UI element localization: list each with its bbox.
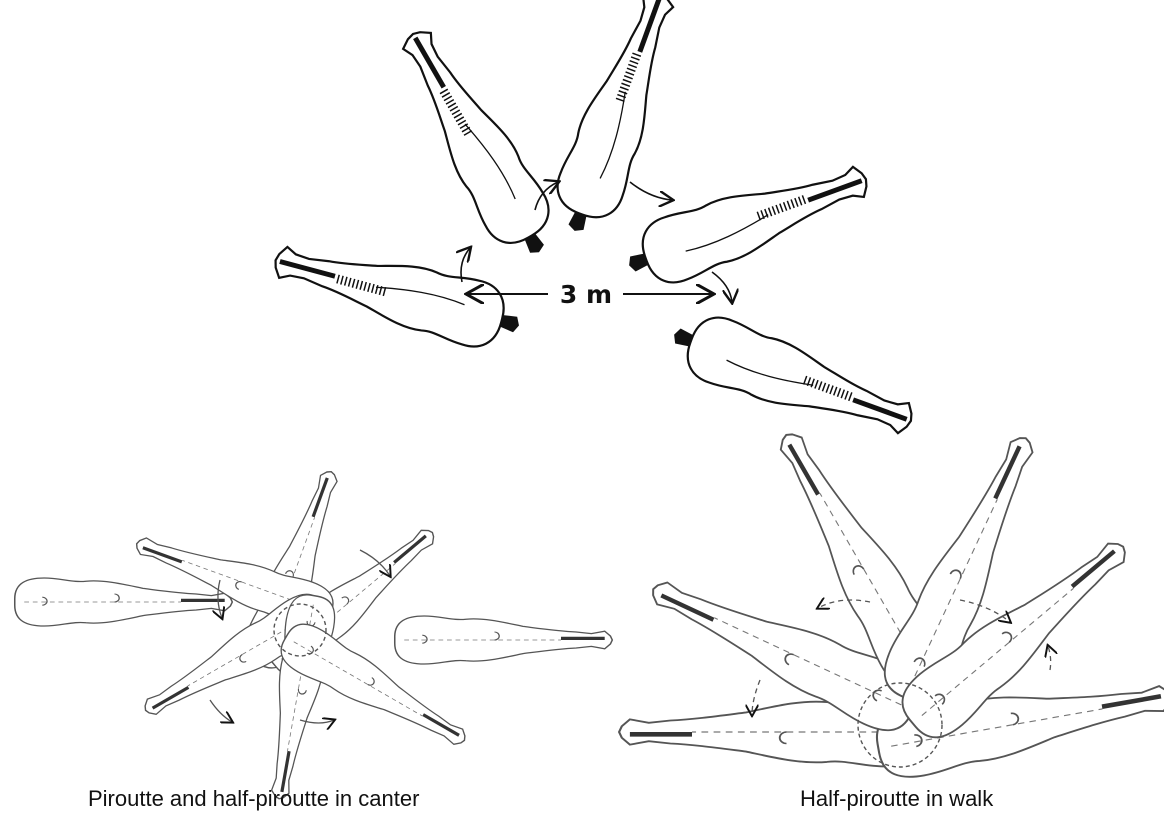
horse-outline	[267, 228, 528, 357]
canter-pirouette-top-figure: 3 m	[267, 0, 922, 452]
horse-outline	[663, 304, 922, 452]
arrow	[210, 700, 232, 722]
walk-caption: Half-piroutte in walk	[800, 786, 993, 812]
horse-outline	[395, 616, 613, 664]
horse-outline	[618, 148, 877, 296]
arrow	[712, 272, 732, 302]
canter-pirouette-figure	[15, 463, 613, 802]
distance-label: 3 m	[560, 280, 612, 309]
horse-outline	[384, 17, 567, 268]
arrow	[1048, 646, 1051, 670]
walk-half-pirouette-figure	[619, 418, 1164, 782]
arrow	[630, 182, 672, 200]
horse-outline	[544, 0, 692, 242]
canter-caption: Piroutte and half-piroutte in canter	[88, 786, 419, 812]
horse-outline	[15, 578, 233, 626]
